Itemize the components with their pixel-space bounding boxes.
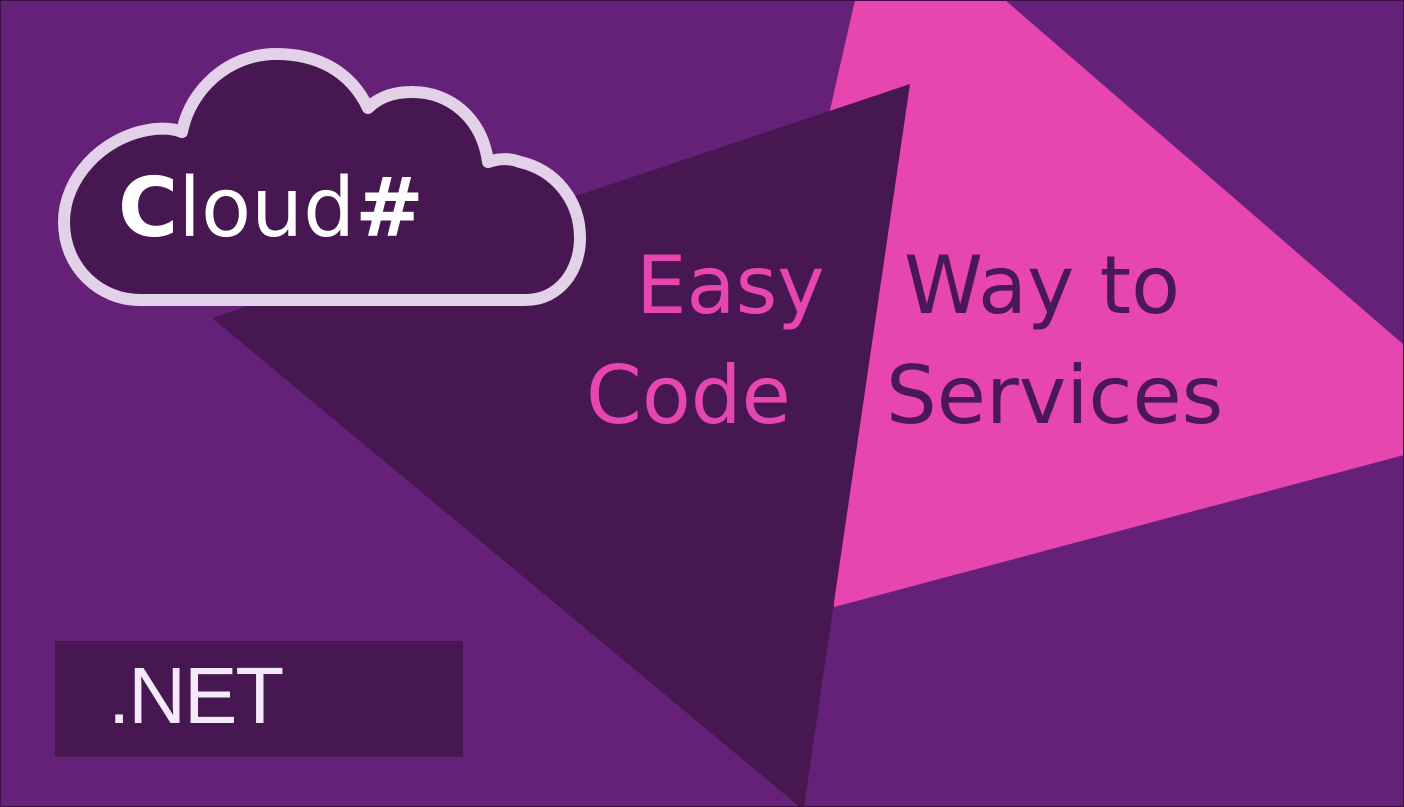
tagline-services: Services: [886, 349, 1224, 442]
pink-triangle: [830, 0, 1404, 607]
cloud-icon: [58, 48, 586, 306]
tagline-code: Code: [586, 349, 791, 442]
logo-hash: #: [355, 161, 424, 256]
logo-title: Cloud#: [118, 168, 424, 250]
dotnet-label: .NET: [108, 651, 284, 740]
logo-initial: C: [118, 161, 179, 256]
tagline-way-to: Way to: [904, 239, 1181, 332]
logo-word: loud: [178, 161, 356, 256]
dotnet-badge: [55, 641, 463, 757]
tagline-easy: Easy: [636, 239, 825, 332]
